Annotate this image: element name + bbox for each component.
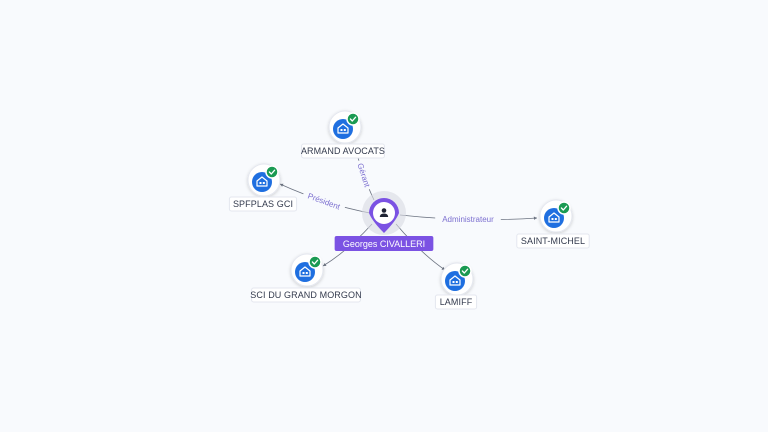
edge-label-saintmichel: Administrateur [442,215,494,224]
building-icon [544,208,564,228]
edge-arrow [533,216,537,220]
company-label-spfplas[interactable]: SPFPLAS GCI [228,196,298,212]
person-icon [379,208,389,217]
building-icon [295,262,315,282]
company-name: SPFPLAS GCI [233,199,293,209]
verified-check-icon [265,165,279,179]
company-name: LAMIFF [440,297,473,307]
person-node[interactable] [362,191,406,235]
building-icon [252,172,272,192]
company-node-saintmichel[interactable] [539,199,573,233]
building-icon [445,271,465,291]
person-name: Georges CIVALLERI [343,239,425,249]
company-label-grandmorgon[interactable]: SCI DU GRAND MORGON [250,287,362,303]
company-name: ARMAND AVOCATS [301,146,385,156]
verified-check-icon [557,201,571,215]
building-icon [333,119,353,139]
verified-check-icon [346,112,360,126]
company-node-grandmorgon[interactable] [290,253,324,287]
company-node-lamiff[interactable] [440,262,474,296]
company-label-armand[interactable]: ARMAND AVOCATS [301,143,385,159]
edge-label-spfplas: Président [306,191,342,211]
edge-label-armand: Gérant [355,162,371,189]
edge-arrow [323,262,327,266]
verified-check-icon [458,264,472,278]
verified-check-icon [308,255,322,269]
company-node-spfplas[interactable] [247,163,281,197]
person-label[interactable]: Georges CIVALLERI [334,236,434,251]
company-label-saintmichel[interactable]: SAINT-MICHEL [516,233,590,249]
company-name: SCI DU GRAND MORGON [250,290,361,300]
company-node-armand[interactable] [328,110,362,144]
company-label-lamiff[interactable]: LAMIFF [434,294,478,310]
company-name: SAINT-MICHEL [521,236,585,246]
edge-arrow [280,183,284,187]
